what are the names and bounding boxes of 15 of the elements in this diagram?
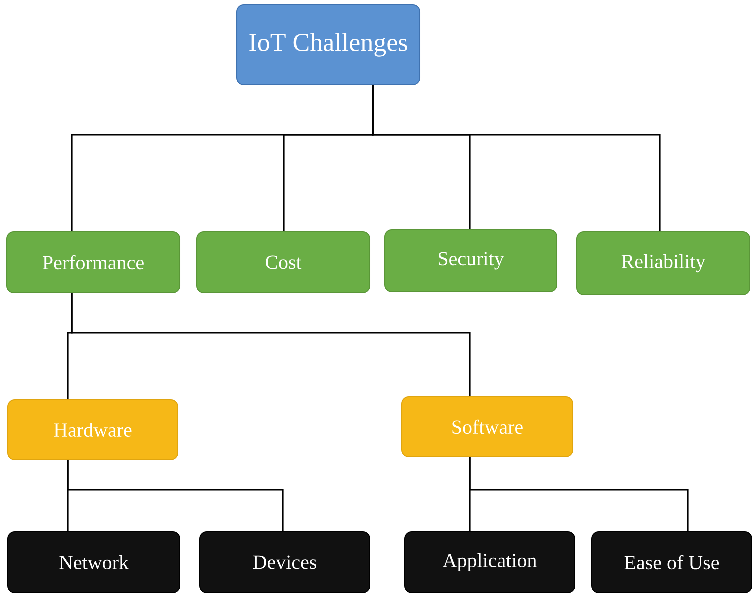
connector-line — [469, 458, 689, 532]
category-box: Performance — [6, 232, 180, 294]
subcategory-box: Hardware — [8, 400, 178, 460]
connector-line — [71, 294, 471, 396]
item-box: Devices — [200, 532, 370, 594]
subcategory-box: Software — [402, 396, 574, 458]
category-box: Security — [384, 230, 558, 292]
title-box: IoT Challenges — [236, 4, 420, 86]
connector-line — [372, 86, 661, 232]
item-box: Ease of Use — [592, 532, 752, 594]
item-box: Network — [8, 532, 180, 594]
category-box: Reliability — [576, 232, 750, 296]
category-box: Cost — [196, 232, 370, 294]
item-box: Application — [404, 532, 576, 594]
connector-line — [67, 460, 284, 532]
